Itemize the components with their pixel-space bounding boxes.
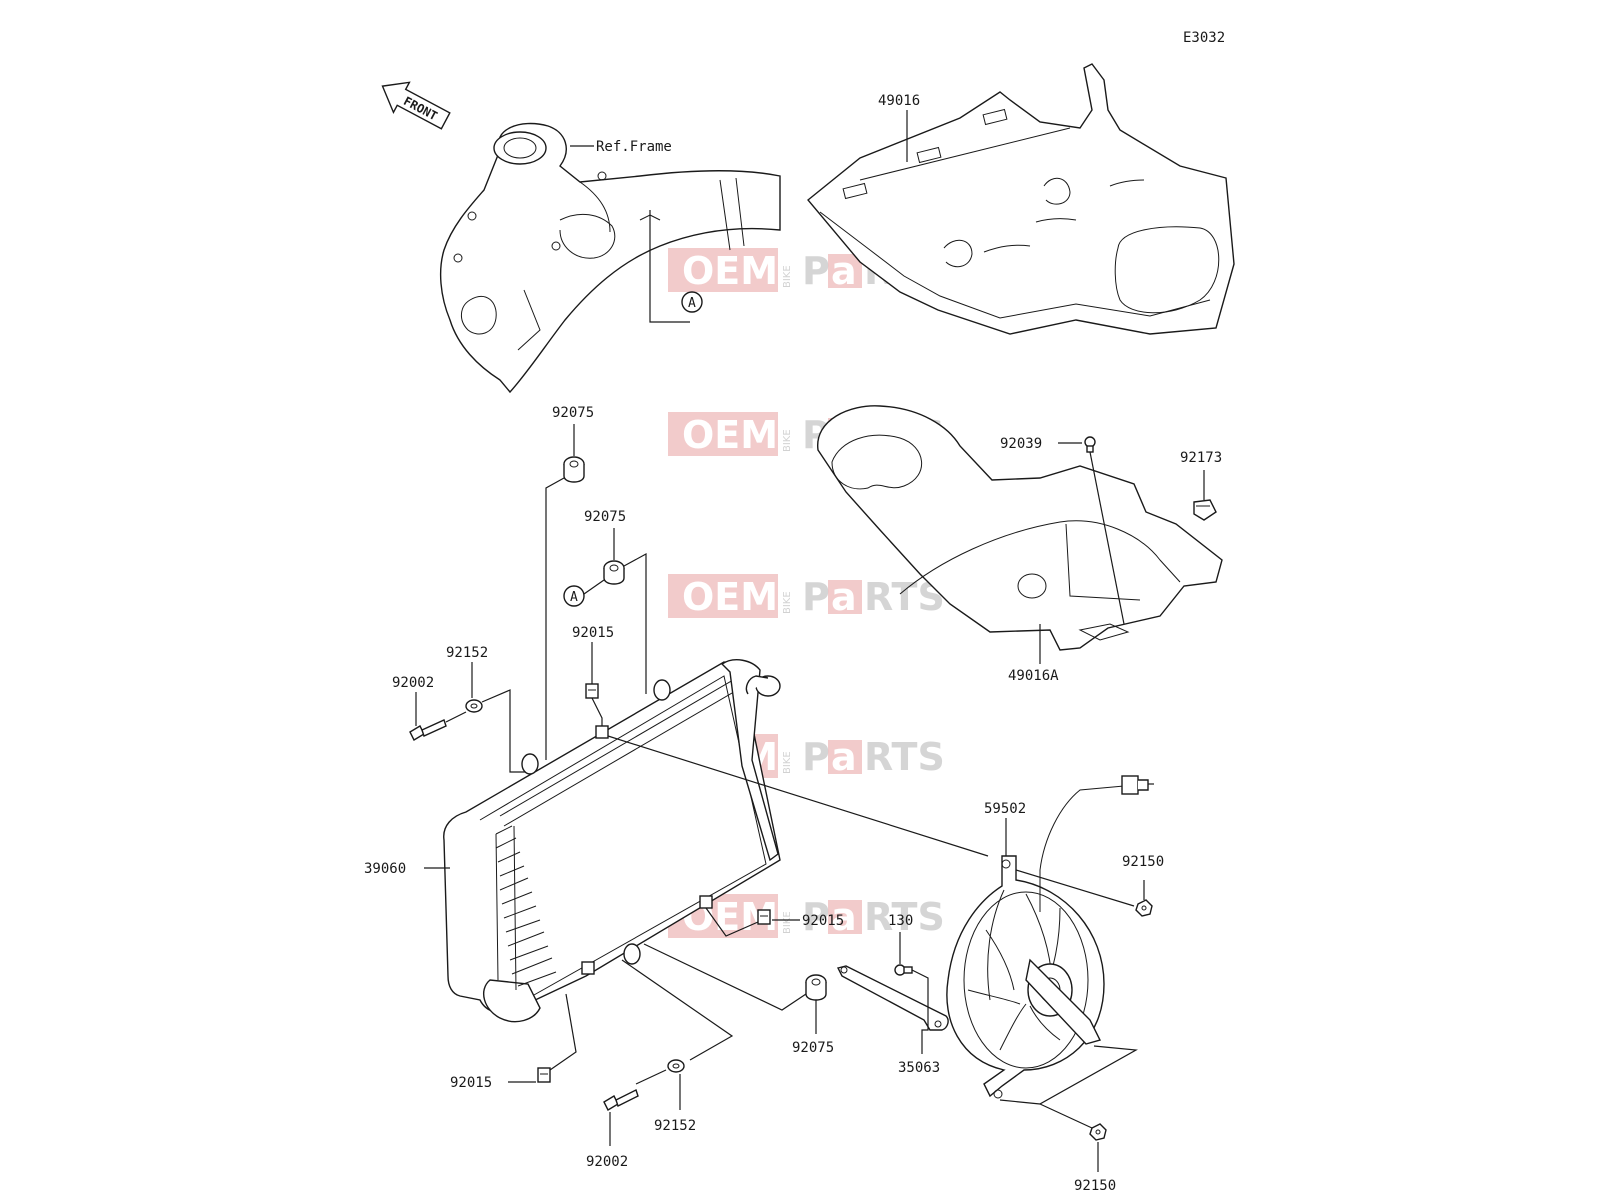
front-arrow-icon: FRONT	[381, 81, 451, 130]
svg-text:BIKE: BIKE	[782, 591, 793, 614]
label-130: 130	[888, 913, 913, 929]
clip-92015-bot-icon	[537, 1067, 551, 1083]
diagram-code: E3032	[1183, 30, 1225, 46]
label-92150-top: 92150	[1122, 854, 1164, 870]
svg-text:a: a	[831, 249, 857, 293]
ref-marker-a-top	[681, 291, 703, 313]
clip-92173-icon	[1193, 499, 1217, 521]
svg-text:RTS: RTS	[864, 895, 945, 939]
label-92015-top: 92015	[572, 625, 614, 641]
fan-59502	[946, 775, 1154, 1099]
bolt-92002-bot-icon	[603, 1089, 639, 1111]
svg-text:RTS: RTS	[864, 735, 945, 779]
label-39060: 39060	[364, 861, 406, 877]
grommet-92075-mid-icon	[603, 560, 625, 585]
label-49016: 49016	[878, 93, 920, 109]
clip-92015-mid-icon	[757, 909, 771, 925]
label-92015-bot: 92015	[450, 1075, 492, 1091]
svg-text:A: A	[688, 296, 696, 311]
label-49016a: 49016A	[1008, 668, 1059, 684]
label-92152-bot: 92152	[654, 1118, 696, 1134]
bolt-130-icon	[894, 964, 913, 976]
svg-text:P: P	[802, 575, 830, 619]
ref-frame-label: Ref.Frame	[596, 139, 672, 155]
svg-text:OEM: OEM	[682, 413, 778, 457]
clip-92015-top-icon	[585, 683, 599, 699]
label-92075-bot: 92075	[792, 1040, 834, 1056]
label-92152-top: 92152	[446, 645, 488, 661]
svg-text:OEM: OEM	[682, 575, 778, 619]
screw-92039-icon	[1084, 436, 1096, 453]
label-92150-bot: 92150	[1074, 1178, 1116, 1194]
svg-text:a: a	[831, 735, 857, 779]
label-92002-bot: 92002	[586, 1154, 628, 1170]
stay-35063	[836, 965, 949, 1031]
label-92075-mid: 92075	[584, 509, 626, 525]
svg-text:BIKE: BIKE	[782, 265, 793, 288]
shroud-49016	[807, 63, 1235, 335]
svg-text:P: P	[802, 735, 830, 779]
svg-text:BIKE: BIKE	[782, 751, 793, 774]
svg-text:P: P	[802, 895, 830, 939]
svg-text:BIKE: BIKE	[782, 429, 793, 452]
bolt-92002-top-icon	[409, 719, 447, 741]
svg-text:BIKE: BIKE	[782, 911, 793, 934]
label-92173: 92173	[1180, 450, 1222, 466]
nut-92150-top-icon	[1135, 899, 1153, 917]
svg-text:A: A	[570, 590, 578, 605]
frame-drawing	[439, 122, 781, 394]
label-92002-top: 92002	[392, 675, 434, 691]
collar-92152-bot-icon	[667, 1059, 685, 1073]
svg-text:a: a	[831, 575, 857, 619]
label-92039: 92039	[1000, 436, 1042, 452]
label-92075-top: 92075	[552, 405, 594, 421]
svg-text:P: P	[802, 249, 830, 293]
collar-92152-top-icon	[465, 699, 483, 713]
nut-92150-bot-icon	[1089, 1123, 1107, 1141]
label-35063: 35063	[898, 1060, 940, 1076]
radiator-39060	[443, 659, 781, 1023]
grommet-92075-bot-icon	[805, 974, 827, 1001]
grommet-92075-top-icon	[563, 456, 585, 483]
svg-text:a: a	[831, 895, 857, 939]
label-92015-mid: 92015	[802, 913, 844, 929]
ref-marker-a-bottom	[563, 585, 585, 607]
svg-text:OEM: OEM	[682, 249, 778, 293]
watermark-3: OEM BIKE P a RTS	[668, 574, 945, 619]
label-59502: 59502	[984, 801, 1026, 817]
shroud-49016a	[817, 405, 1223, 651]
